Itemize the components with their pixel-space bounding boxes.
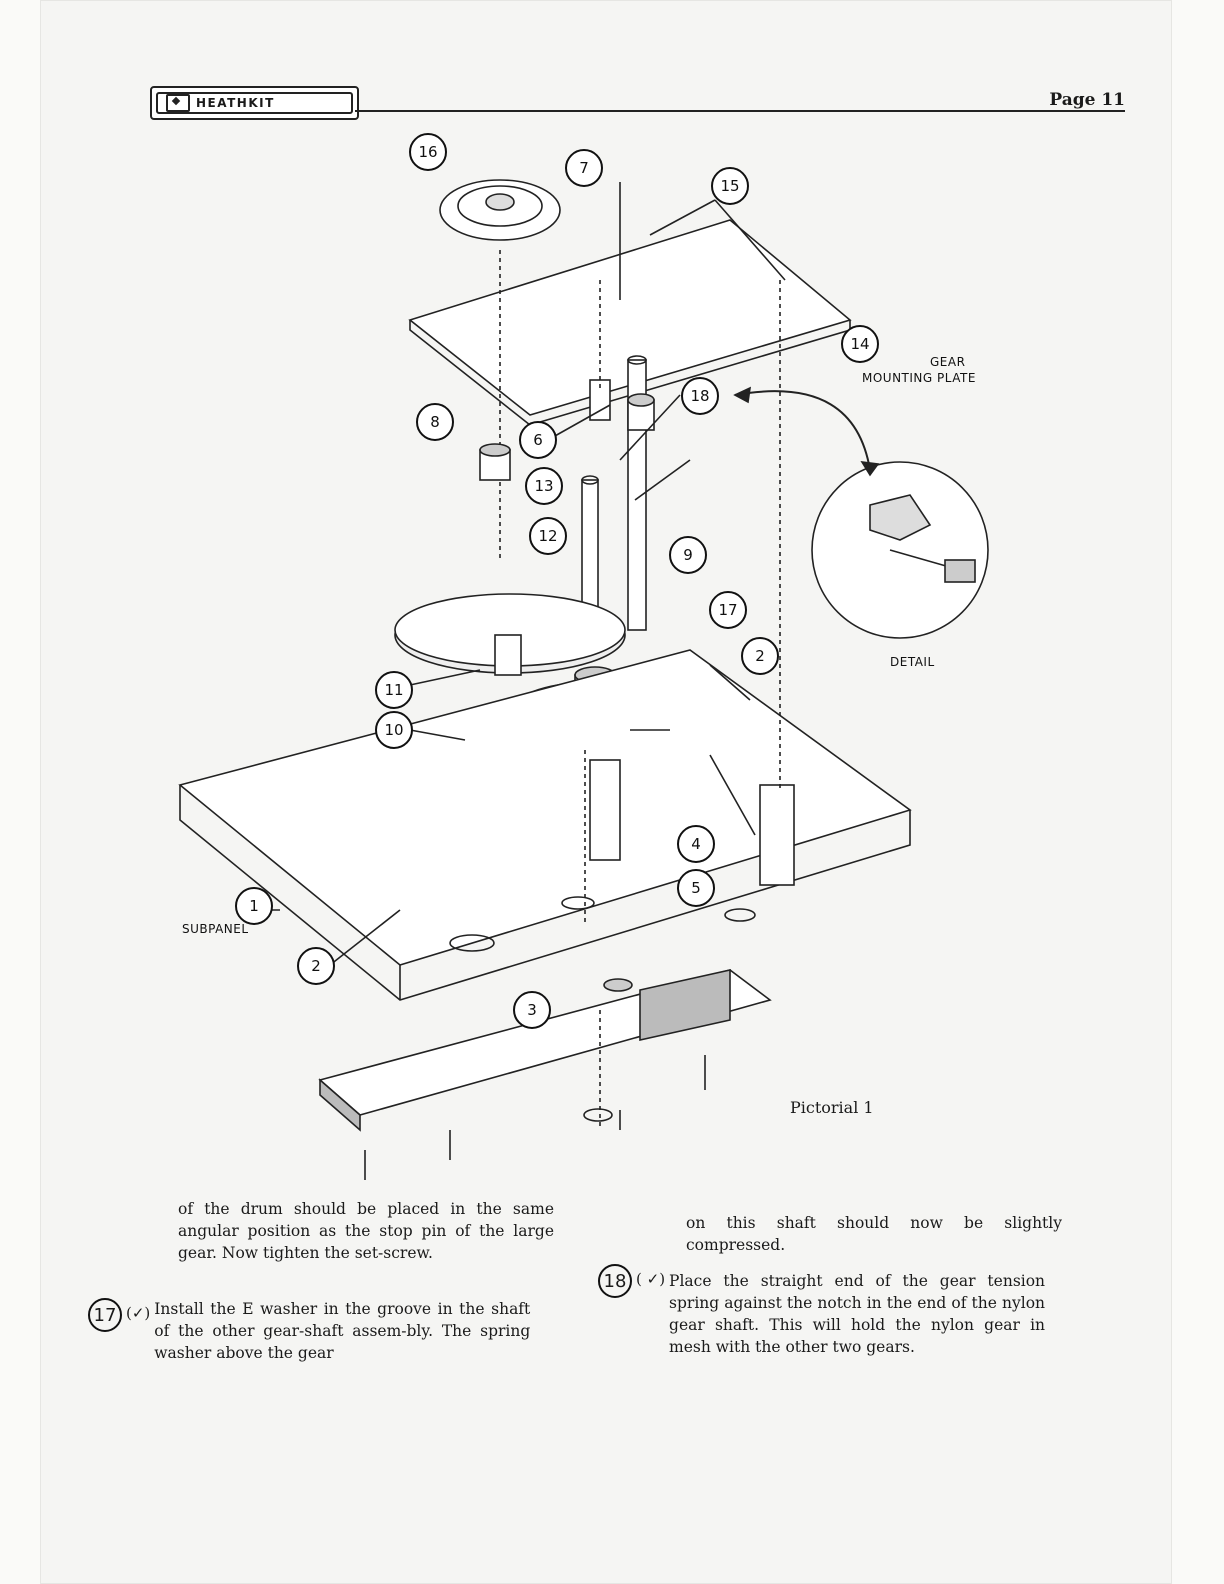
callout-2b-text: 2 [311,957,321,975]
callout-12-text: 12 [538,527,557,545]
callout-17 [709,591,747,629]
callout-17-text: 17 [718,601,737,619]
subpanel-label: SUBPANEL [182,922,249,936]
callout-14 [841,325,879,363]
gear-label-line1: GEAR [930,355,965,369]
callout-15 [711,167,749,205]
callout-14-text: 14 [850,335,869,353]
callout-16 [409,133,447,171]
gear-label-line2: MOUNTING PLATE [862,371,976,385]
callout-11 [375,671,413,709]
subpanel [178,649,912,966]
step-17: 17 (✓) Install the E washer in the groov… [88,1298,558,1364]
step-18: 18 ( ✓) Place the straight end of the ge… [598,1264,1068,1358]
callout-8 [416,403,454,441]
heathkit-emblem-icon [166,94,190,112]
callout-4-text: 4 [691,835,701,853]
callout-7-text: 7 [579,159,589,177]
step-18-number: 18 [598,1264,632,1298]
figure-caption: Pictorial 1 [790,1098,874,1117]
heathkit-logo: HEATHKIT [150,86,359,120]
callout-13 [525,467,563,505]
page-header: HEATHKIT Page 11 [150,86,1125,126]
callout-5 [677,869,715,907]
callout-11-text: 11 [384,681,403,699]
callout-5-text: 5 [691,879,701,897]
right-paragraph: on this shaft should now be slightly com… [686,1214,1062,1254]
callout-2a-text: 2 [755,647,765,665]
callout-7 [565,149,603,187]
callout-16-text: 16 [418,143,437,161]
callout-2a [741,637,779,675]
callout-2b [297,947,335,985]
callout-1 [235,887,273,925]
step-17-checkbox[interactable]: (✓) [126,1304,151,1322]
step-17-number: 17 [88,1298,122,1332]
left-paragraph: of the drum should be placed in the same… [178,1200,554,1262]
callout-3 [513,991,551,1029]
callout-8-text: 8 [430,413,440,431]
callout-6 [519,421,557,459]
callout-9-text: 9 [683,546,693,564]
callout-12 [529,517,567,555]
detail-label: DETAIL [890,655,935,669]
step-17-text: Install the E washer in the groove in th… [154,1300,531,1362]
step-18-checkbox[interactable]: ( ✓) [636,1270,666,1288]
callout-15-text: 15 [720,177,739,195]
callout-3-text: 3 [527,1001,537,1019]
page-number: Page 11 [1049,90,1125,110]
callout-18 [681,377,719,415]
step-18-text: Place the straight end of the gear tensi… [669,1272,1046,1356]
logo-text: HEATHKIT [196,96,275,110]
callout-18-text: 18 [690,387,709,405]
callout-4 [677,825,715,863]
detail-circle [811,461,989,639]
callout-10 [375,711,413,749]
header-rule [355,110,1125,112]
callout-10-text: 10 [384,721,403,739]
manual-page: HEATHKIT Page 11 [40,0,1172,1584]
callout-13-text: 13 [534,477,553,495]
callout-9 [669,536,707,574]
callout-1-text: 1 [249,897,259,915]
callout-6-text: 6 [533,431,543,449]
pictorial-diagram: 16 7 15 14 18 8 6 13 12 9 17 11 10 2 4 5… [178,133,989,1180]
